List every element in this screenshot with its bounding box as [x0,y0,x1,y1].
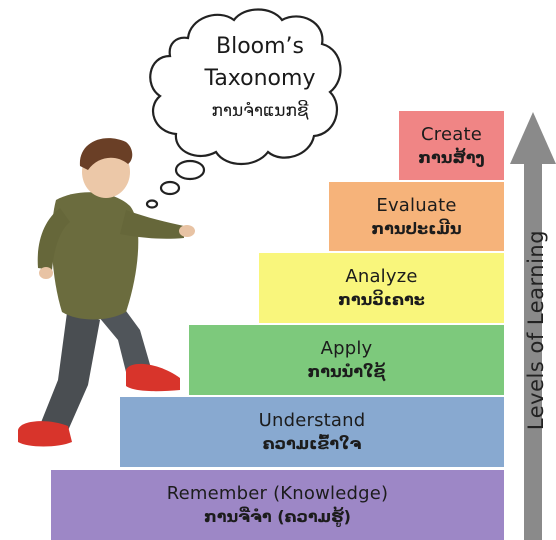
level-evaluate-lao: ການປະເມີນ [371,218,462,238]
level-analyze-lao: ການວິເຄາະ [338,290,425,309]
level-apply-english: Apply [320,338,373,359]
axis-label: Levels of Learning [524,229,548,431]
level-remember: Remember (Knowledge) ການຈື່ຈຳ (ຄວາມຮູ້) [51,470,504,540]
up-arrow-icon [510,112,556,540]
arrow-shaft [524,162,542,540]
level-understand-english: Understand [258,410,366,431]
thought-bubble-large [174,159,206,181]
level-apply: Apply ການນຳໃຊ້ [189,325,504,395]
level-create: Create ການສ້າງ [399,111,504,180]
level-evaluate-english: Evaluate [376,194,457,216]
cloud-shape [149,8,342,165]
cloud-title-line-1: Bloom’s [215,34,304,59]
cloud-title-line-2: Taxonomy [204,66,316,91]
level-remember-lao: ການຈື່ຈຳ (ຄວາມຮູ້) [204,507,351,526]
level-apply-lao: ການນຳໃຊ້ [307,362,386,381]
level-understand-lao: ຄວາມເຂົ້າໃຈ [262,434,362,453]
level-understand: Understand ຄວາມເຂົ້າໃຈ [120,397,504,467]
level-analyze-english: Analyze [345,266,418,287]
level-create-lao: ການສ້າງ [418,147,485,167]
level-analyze: Analyze ການວິເຄາະ [259,253,504,323]
cloud-subtitle: ການຈຳແນກຊີ [211,101,309,121]
thought-bubble-small [145,199,159,209]
level-create-english: Create [420,123,482,145]
level-evaluate: Evaluate ການປະເມີນ [329,182,504,251]
arrow-head [510,112,556,164]
level-remember-english: Remember (Knowledge) [166,483,389,504]
thought-cloud [145,8,342,209]
thought-bubble-medium [159,180,181,196]
boy-illustration [18,138,195,447]
